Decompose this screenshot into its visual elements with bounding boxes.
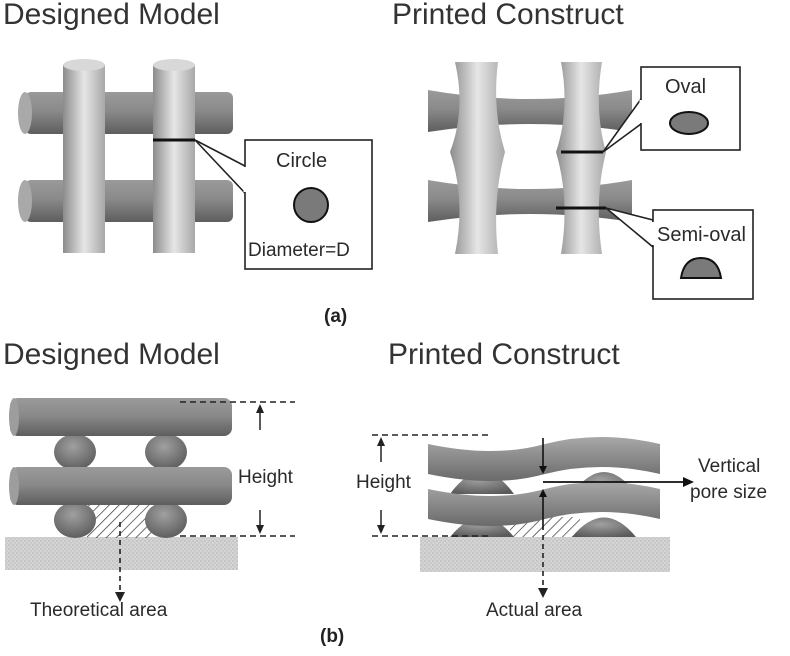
printed-strand-middle [428,482,660,526]
printed-side-view [372,434,694,598]
vertical-strut-left [63,65,105,253]
strand-top [10,398,232,436]
callout-semioval [605,207,754,300]
vertical-pore-label-1: Vertical [698,456,761,477]
actual-area-label: Actual area [486,600,583,621]
panel-b-title-left: Designed Model [3,338,220,371]
horizontal-strut-bottom [25,180,233,222]
theoretical-area-label: Theoretical area [30,600,168,621]
printed-vertical-left [450,62,505,254]
diameter-label: Diameter=D [248,240,350,261]
oval-label: Oval [665,76,707,98]
semioval-cross-section [679,256,723,279]
printed-lattice [428,62,632,254]
circle-label: Circle [276,150,328,172]
panel-b-label: (b) [320,626,345,647]
cross-section-ball [54,434,96,470]
panel-a-title-right: Printed Construct [392,0,624,31]
panel-a-title-left: Designed Model [3,0,220,31]
theoretical-area-hatch [87,502,155,538]
substrate-left [5,537,238,570]
cross-section-ball [54,502,96,538]
oval-cross-section [669,111,709,135]
vertical-strut-right [153,65,195,253]
strut-top-cap [153,59,195,71]
printed-strand-top [428,437,660,481]
strut-end-cap [18,92,32,134]
panel-a-label: (a) [324,306,348,327]
vertical-pore-label-2: pore size [690,482,768,503]
height-label-right: Height [356,472,411,493]
designed-lattice [18,59,233,253]
strut-top-cap [63,59,105,71]
strand-middle [10,467,232,505]
horizontal-strut-top [25,92,233,134]
semioval-label: Semi-oval [657,224,746,246]
panel-b-title-right: Printed Construct [388,338,620,371]
height-label-left: Height [238,467,293,488]
callout-oval [602,66,741,153]
strut-end-cap [18,180,32,222]
substrate-right [420,537,670,572]
strand-end [9,398,19,436]
callout-circle [194,139,373,270]
cross-section-ball [145,502,187,538]
circle-cross-section [293,187,329,223]
designed-side-view [5,398,295,602]
printed-blob [572,517,636,537]
strand-end [9,467,19,505]
printed-vertical-right [556,62,606,254]
cross-section-ball [145,434,187,470]
